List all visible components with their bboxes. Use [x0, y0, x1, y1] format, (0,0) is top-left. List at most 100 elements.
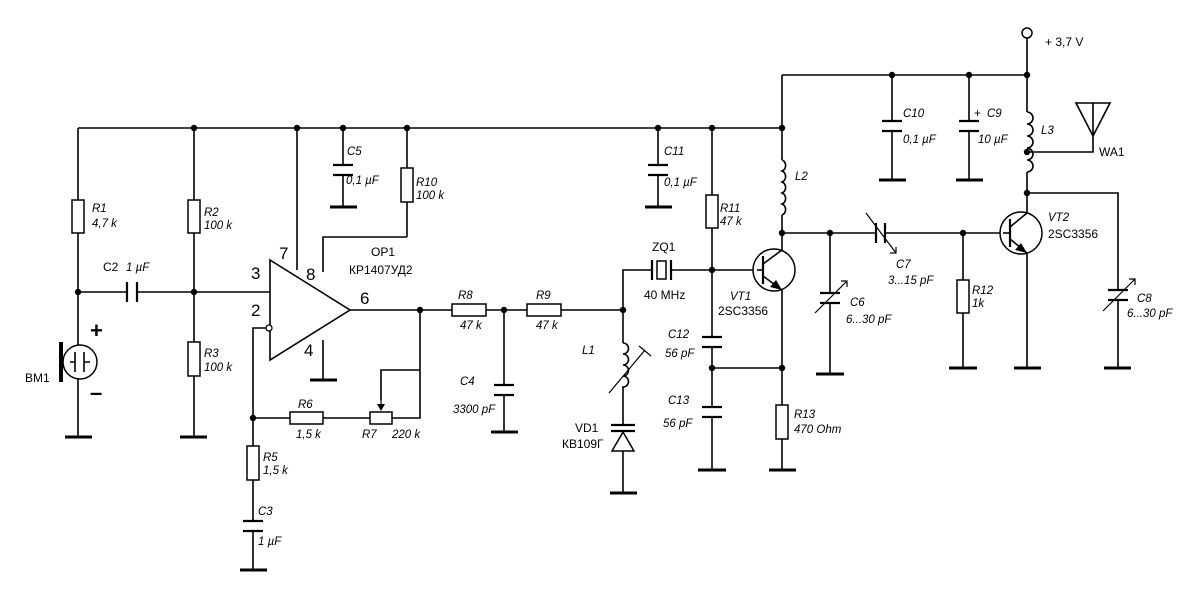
wires: [77, 38, 1119, 570]
vt2-part: 2SC3356: [1048, 227, 1098, 241]
resistor-r2: R2 100 k: [187, 199, 233, 234]
variable-capacitor-c7: C7 3...15 pF: [865, 212, 934, 287]
resistor-r12: R12 1k: [956, 279, 994, 314]
bm1-name: BM1: [25, 371, 50, 385]
resistor-r10: R10 100 k: [400, 167, 445, 203]
op1-pin-4: 4: [304, 341, 313, 360]
c3-value: 1 µF: [258, 536, 282, 548]
r10-name: R10: [416, 177, 438, 189]
r7-value: 220 k: [391, 429, 421, 441]
bm1-minus: –: [90, 380, 102, 405]
r12-value: 1k: [972, 298, 985, 310]
r6-name: R6: [298, 399, 313, 411]
inductor-l2: L2: [780, 159, 808, 216]
variable-capacitor-c6: C6 6...30 pF: [814, 280, 892, 326]
c8-value: 6...30 pF: [1127, 308, 1173, 320]
c5-name: C5: [347, 146, 362, 158]
variable-capacitor-c8: C8 6...30 pF: [1102, 278, 1173, 320]
c7-value: 3...15 pF: [888, 275, 934, 287]
junction-dots: [74, 71, 1031, 422]
crystal-zq1: ZQ1 40 MHz: [644, 240, 685, 302]
op1-name: OP1: [371, 245, 395, 259]
resistor-r13: R13 470 Ohm: [775, 404, 842, 440]
resistor-r5: R5 1,5 k: [246, 445, 289, 481]
r8-value: 47 k: [460, 320, 483, 332]
l3-name: L3: [1041, 125, 1054, 137]
c12-value: 56 pF: [665, 348, 695, 360]
supply-terminal: + 3,7 V: [1021, 27, 1083, 49]
c11-value: 0,1 µF: [664, 177, 698, 189]
zq1-name: ZQ1: [652, 240, 676, 254]
r10-value: 100 k: [416, 190, 445, 202]
vt1-part: 2SC3356: [718, 304, 768, 318]
op1-pin-2: 2: [251, 301, 260, 320]
c2-value: 1 µF: [126, 262, 150, 274]
capacitor-c11: C11 0,1 µF: [648, 146, 698, 189]
resistor-r3: R3 100 k: [187, 341, 233, 377]
c10-name: C10: [903, 108, 925, 120]
antenna-wa1: WA1: [1074, 102, 1125, 159]
resistor-r9: R9 47 k: [526, 290, 562, 332]
l1-name: L1: [582, 345, 595, 357]
r8-name: R8: [458, 290, 473, 302]
vt2-name: VT2: [1048, 212, 1070, 224]
capacitor-c4: C4 3300 pF: [453, 376, 514, 416]
r13-value: 470 Ohm: [794, 424, 842, 436]
r3-value: 100 k: [204, 362, 233, 374]
r1-value: 4,7 k: [92, 218, 118, 230]
supply-label: + 3,7 V: [1045, 35, 1083, 49]
c4-value: 3300 pF: [453, 404, 496, 416]
electrolytic-capacitor-c9: + C9 10 µF: [959, 106, 1009, 146]
transistor-vt2: VT2 2SC3356: [999, 211, 1098, 255]
resistor-r11: R11 47 k: [705, 194, 743, 229]
vd1-part: КВ109Г: [562, 437, 604, 451]
transistor-vt1: VT1 2SC3356: [718, 248, 796, 318]
c12-name: C12: [668, 329, 690, 341]
varicap-vd1: VD1 КВ109Г: [562, 421, 636, 452]
inductor-l1: L1: [582, 342, 652, 394]
c6-value: 6...30 pF: [846, 314, 892, 326]
r11-name: R11: [720, 203, 740, 215]
capacitor-c12: C12 56 pF: [665, 329, 722, 360]
r3-name: R3: [204, 348, 219, 360]
capacitor-c13: C13 56 pF: [663, 395, 722, 430]
c6-name: C6: [850, 297, 865, 309]
c8-name: C8: [1137, 293, 1152, 305]
r13-name: R13: [794, 409, 816, 421]
c9-value: 10 µF: [978, 134, 1009, 146]
resistor-r1: R1 4,7 k: [71, 199, 118, 234]
c9-polarity: +: [974, 106, 981, 120]
zq1-value: 40 MHz: [644, 288, 685, 302]
r9-value: 47 k: [536, 320, 559, 332]
l2-name: L2: [795, 171, 808, 183]
ground-symbols: [65, 178, 1131, 572]
vt1-name: VT1: [730, 291, 751, 303]
capacitor-c10: C10 0,1 µF: [882, 108, 937, 146]
c7-name: C7: [896, 259, 911, 271]
op1-pin-8: 8: [306, 265, 315, 284]
potentiometer-r7: R7 220 k: [362, 400, 421, 441]
resistor-r6: R6 1,5 k: [289, 399, 324, 441]
microphone-bm1: + – BM1: [25, 318, 103, 405]
resistor-r8: R8 47 k: [451, 290, 487, 332]
op1-pin-3: 3: [251, 264, 260, 283]
c5-value: 0,1 µF: [346, 175, 380, 187]
r12-name: R12: [972, 285, 994, 297]
c9-name: C9: [987, 108, 1002, 120]
c13-name: C13: [668, 395, 690, 407]
r5-name: R5: [263, 452, 278, 464]
capacitor-c2: C2 1 µF: [103, 260, 150, 302]
op1-pin-7: 7: [279, 244, 288, 263]
r6-value: 1,5 k: [296, 429, 322, 441]
r2-name: R2: [204, 207, 219, 219]
wa1-name: WA1: [1099, 145, 1125, 159]
c4-name: C4: [460, 376, 475, 388]
op1-part: КР1407УД2: [349, 263, 413, 277]
r2-value: 100 k: [204, 220, 233, 232]
inductor-l3: L3: [1026, 111, 1054, 173]
opamp-op1: OP1 КР1407УД2 3 2 7 8 6 4: [251, 244, 413, 362]
op1-pin-6: 6: [360, 289, 369, 308]
r7-name: R7: [362, 429, 377, 441]
capacitor-c3: C3 1 µF: [243, 506, 282, 548]
